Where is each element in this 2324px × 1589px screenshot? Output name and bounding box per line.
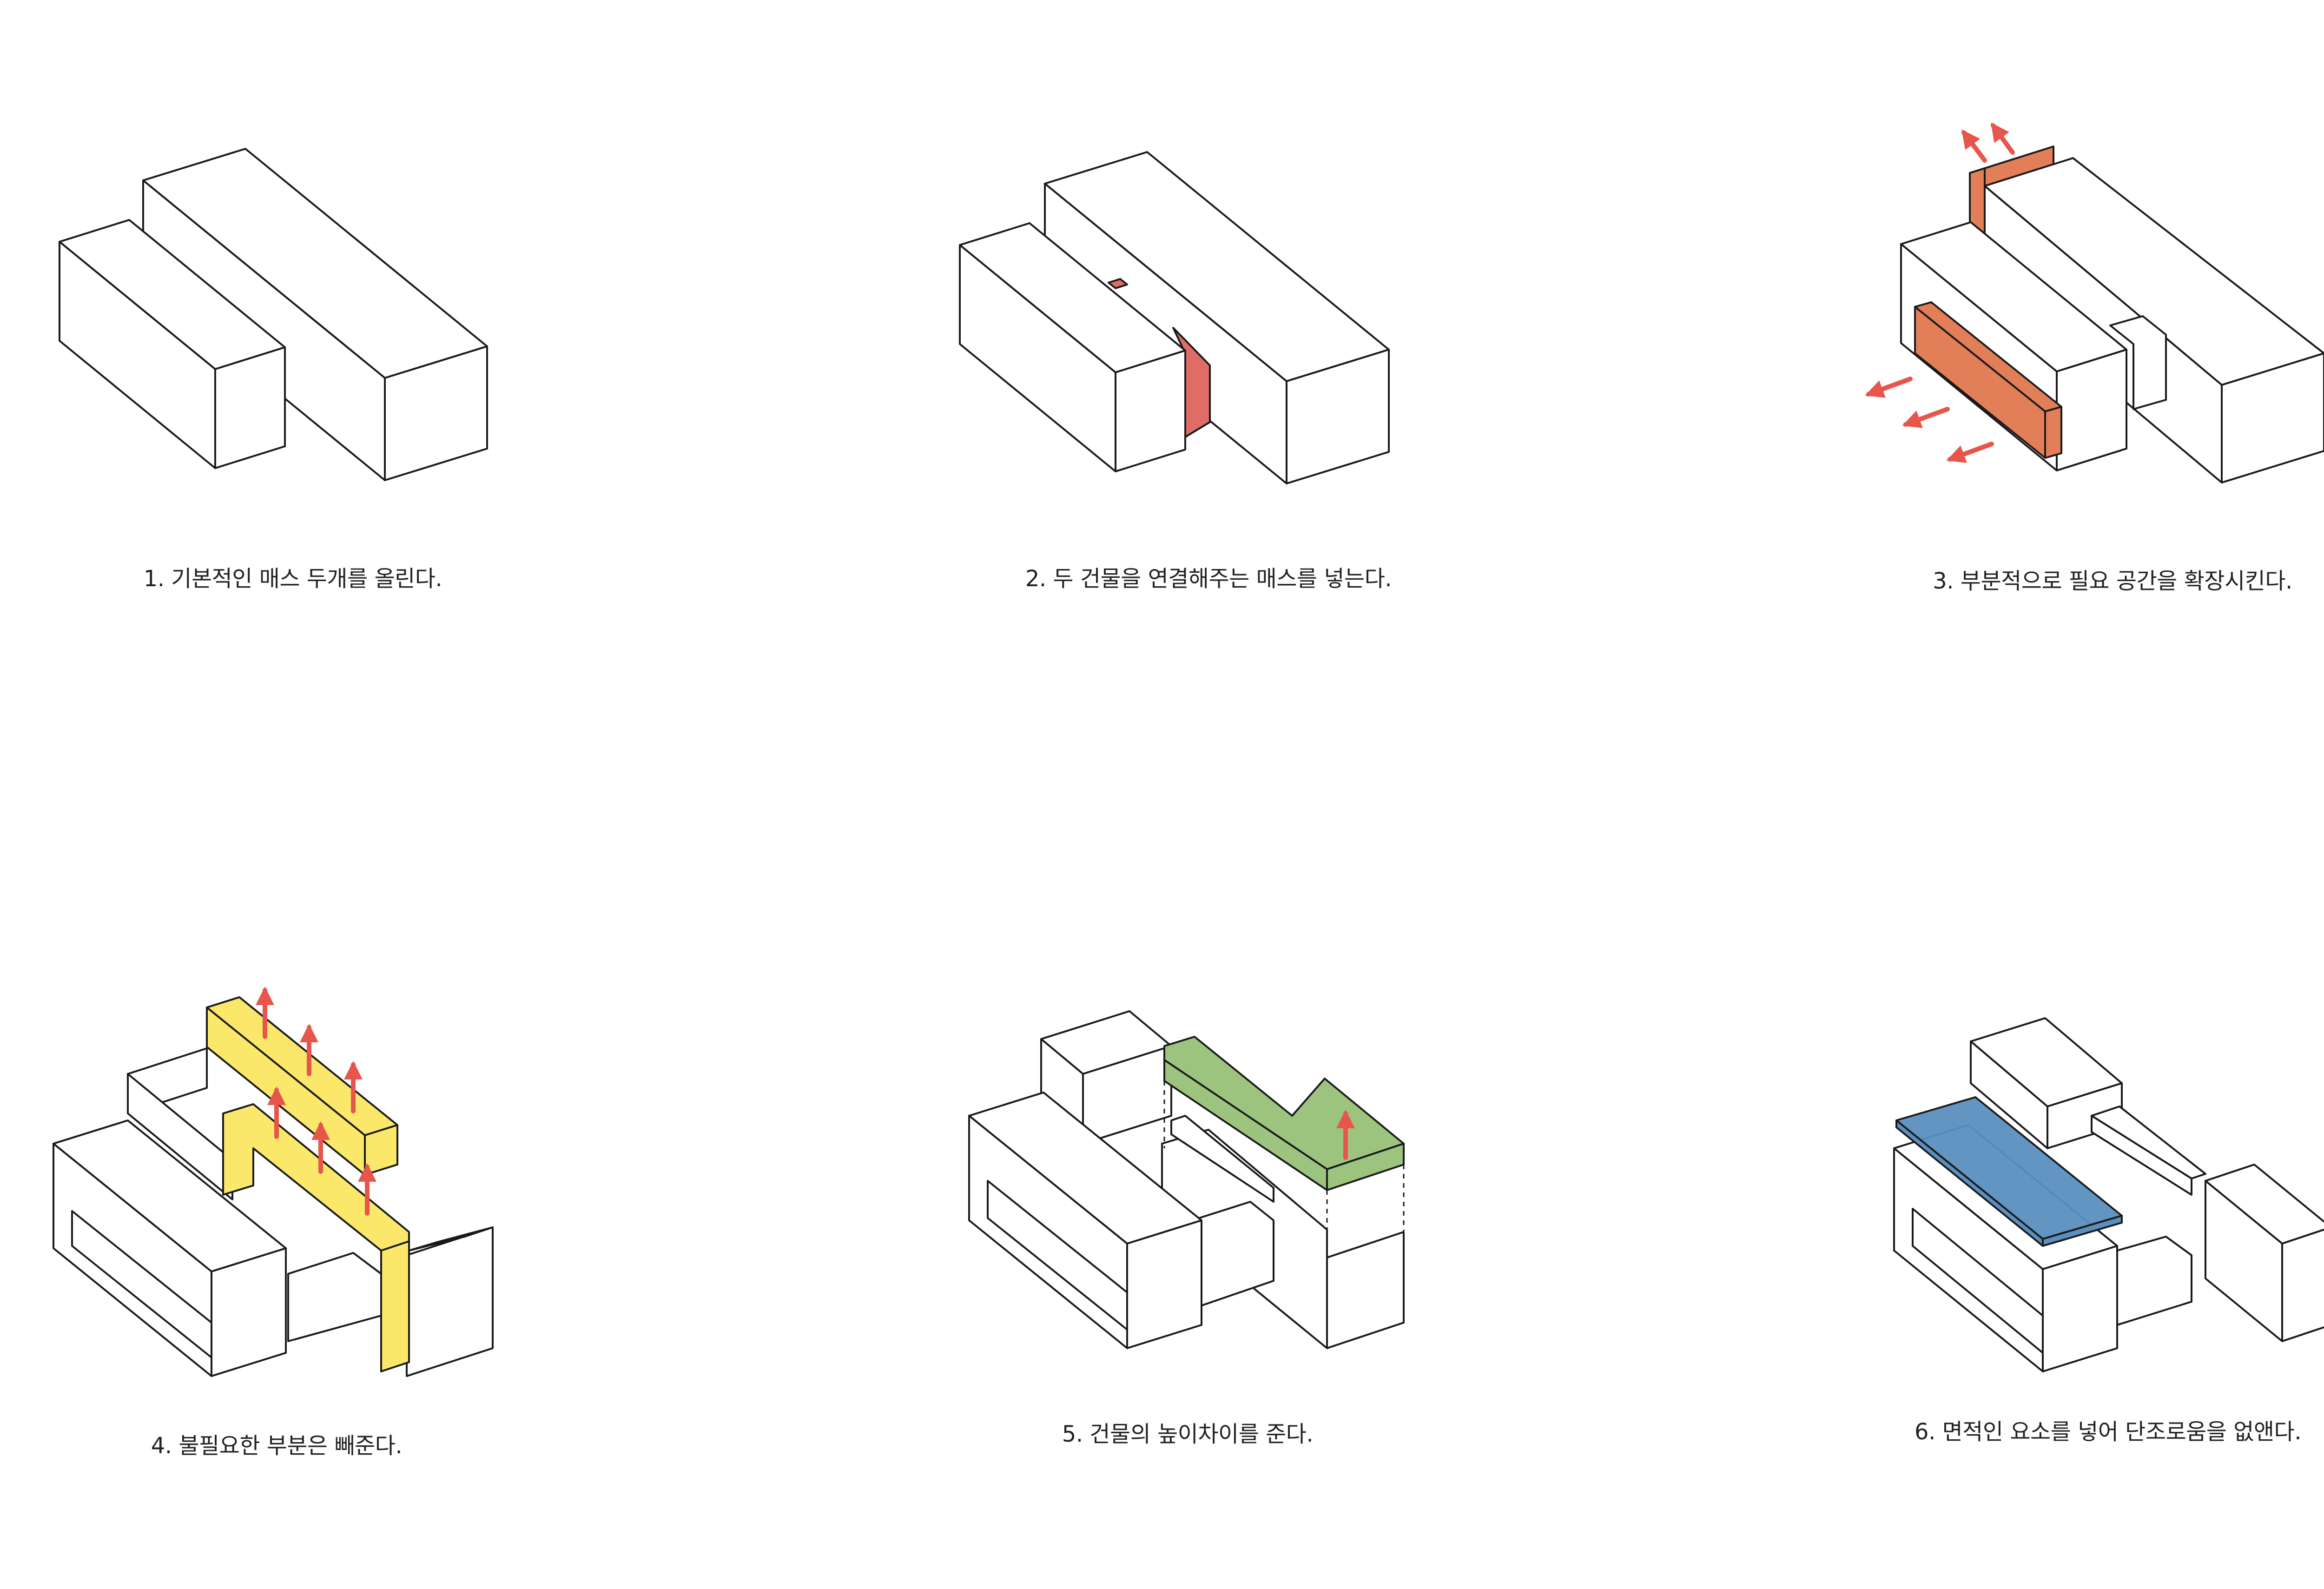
step-caption: 5. 건물의 높이차이를 준다. <box>1062 1421 1314 1447</box>
step-5-dashed-guides <box>1163 1081 1405 1255</box>
red-arrow-icon <box>1961 129 1987 163</box>
step-caption: 4. 불필요한 부분은 빼준다. <box>151 1433 403 1459</box>
step-4-arrows <box>256 987 376 1216</box>
step-caption: 1. 기본적인 매스 두개를 올린다. <box>143 566 442 592</box>
step-6-massing <box>1893 1017 2324 1372</box>
step-2-massing <box>959 151 1390 484</box>
step-caption: 6. 면적인 요소를 넣어 단조로움을 없앤다. <box>1915 1419 2301 1445</box>
red-arrow-icon <box>1991 122 2015 155</box>
step-3-arrows <box>1865 122 2015 463</box>
red-arrow-icon <box>1865 377 1913 398</box>
step-5-massing <box>968 1010 1405 1349</box>
step-3-massing <box>1900 146 2324 483</box>
step-caption: 2. 두 건물을 연결해주는 매스를 넣는다. <box>1025 566 1392 592</box>
step-caption: 3. 부분적으로 필요 공간을 확장시킨다. <box>1933 568 2292 594</box>
step-4-massing <box>53 996 494 1377</box>
step-1-massing <box>59 148 488 481</box>
red-arrow-icon <box>1902 407 1950 428</box>
red-arrow-icon <box>1946 442 1994 463</box>
